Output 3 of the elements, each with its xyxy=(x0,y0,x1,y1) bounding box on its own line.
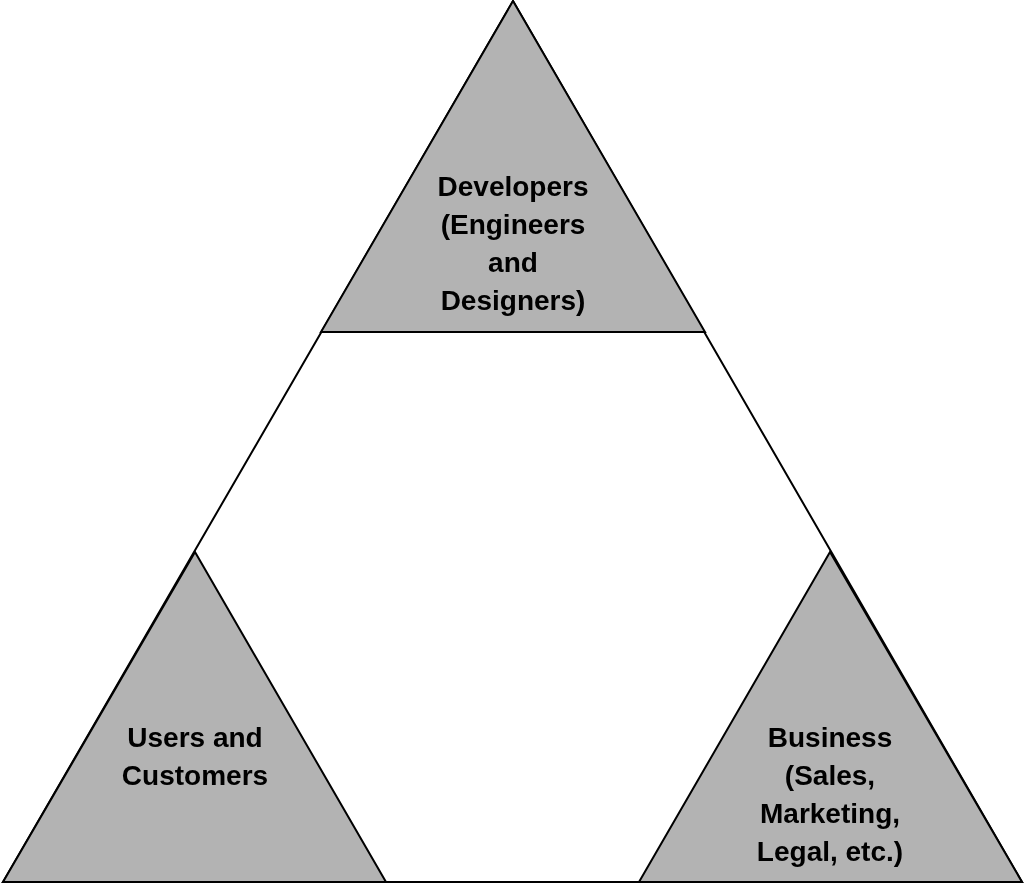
node-label: Business (Sales, Marketing, Legal, etc.) xyxy=(755,721,905,869)
node-label: Developers (Engineers and Designers) xyxy=(436,170,590,318)
node-label: Users and Customers xyxy=(120,721,270,793)
